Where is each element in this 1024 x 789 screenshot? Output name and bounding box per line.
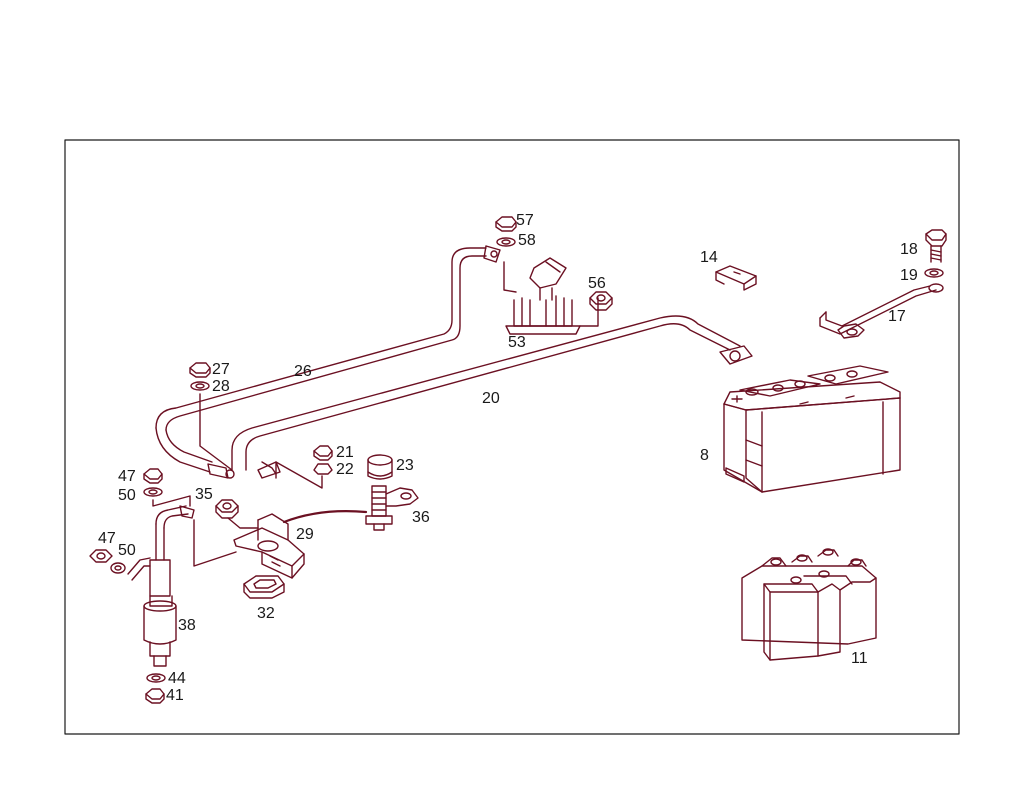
label-27: 27 bbox=[212, 361, 230, 378]
cable-20-end bbox=[261, 461, 277, 475]
nut-41 bbox=[145, 688, 165, 704]
leader-22 bbox=[275, 461, 323, 489]
label-38: 38 bbox=[178, 617, 196, 634]
label-50b: 50 bbox=[118, 542, 136, 559]
diagram-frame bbox=[64, 139, 960, 735]
bracket-14 bbox=[715, 265, 757, 291]
label-11: 11 bbox=[851, 650, 868, 667]
callout-labels: 57 58 56 53 14 18 19 17 27 28 26 20 8 21… bbox=[98, 212, 918, 704]
cable-38 bbox=[149, 505, 237, 597]
nut-47b bbox=[89, 549, 113, 563]
label-20: 20 bbox=[482, 390, 500, 407]
terminal-block-53 bbox=[503, 257, 599, 335]
label-23: 23 bbox=[396, 457, 414, 474]
nut-27 bbox=[189, 362, 211, 378]
label-26: 26 bbox=[294, 363, 312, 380]
label-58: 58 bbox=[518, 232, 536, 249]
leader-28 bbox=[199, 393, 233, 471]
leader-50a bbox=[152, 495, 191, 507]
battery-part bbox=[723, 365, 901, 493]
washer-50a bbox=[143, 487, 163, 497]
label-53: 53 bbox=[508, 334, 526, 351]
nut-35 bbox=[215, 499, 239, 519]
washer-19 bbox=[924, 268, 944, 278]
label-19: 19 bbox=[900, 267, 918, 284]
cap-23 bbox=[367, 454, 393, 480]
label-47b: 47 bbox=[98, 530, 116, 547]
terminal-36 bbox=[365, 485, 419, 531]
wire-29-36 bbox=[282, 510, 368, 524]
washer-22 bbox=[313, 463, 333, 475]
lead-50b bbox=[127, 557, 151, 581]
nut-57 bbox=[495, 216, 517, 232]
label-36: 36 bbox=[412, 509, 430, 526]
label-22: 22 bbox=[336, 461, 354, 478]
washer-28 bbox=[190, 381, 210, 391]
label-56: 56 bbox=[588, 275, 606, 292]
solenoid-38 bbox=[143, 595, 177, 667]
cable-17 bbox=[819, 283, 944, 339]
label-41: 41 bbox=[166, 687, 184, 704]
washer-58 bbox=[496, 237, 516, 247]
bracket-29 bbox=[233, 513, 305, 579]
battery-cells-11 bbox=[741, 548, 877, 661]
bolt-18 bbox=[925, 229, 947, 263]
nut-47a bbox=[143, 468, 163, 484]
label-44: 44 bbox=[168, 670, 186, 687]
label-18: 18 bbox=[900, 241, 918, 258]
nut-21 bbox=[313, 445, 333, 461]
label-50a: 50 bbox=[118, 487, 136, 504]
washer-44 bbox=[146, 673, 166, 683]
leader-35 bbox=[227, 517, 259, 529]
washer-50b bbox=[110, 562, 126, 574]
label-21: 21 bbox=[336, 444, 354, 461]
label-57: 57 bbox=[516, 212, 534, 229]
label-17: 17 bbox=[888, 308, 906, 325]
nut-56 bbox=[589, 291, 613, 311]
label-14: 14 bbox=[700, 249, 718, 266]
cable-26 bbox=[155, 245, 501, 479]
label-29: 29 bbox=[296, 526, 314, 543]
ring-32 bbox=[243, 575, 285, 599]
label-35: 35 bbox=[195, 486, 213, 503]
label-47a: 47 bbox=[118, 468, 136, 485]
cable-20 bbox=[231, 315, 753, 471]
label-32: 32 bbox=[257, 605, 275, 622]
label-28: 28 bbox=[212, 378, 230, 395]
label-8: 8 bbox=[700, 447, 709, 464]
